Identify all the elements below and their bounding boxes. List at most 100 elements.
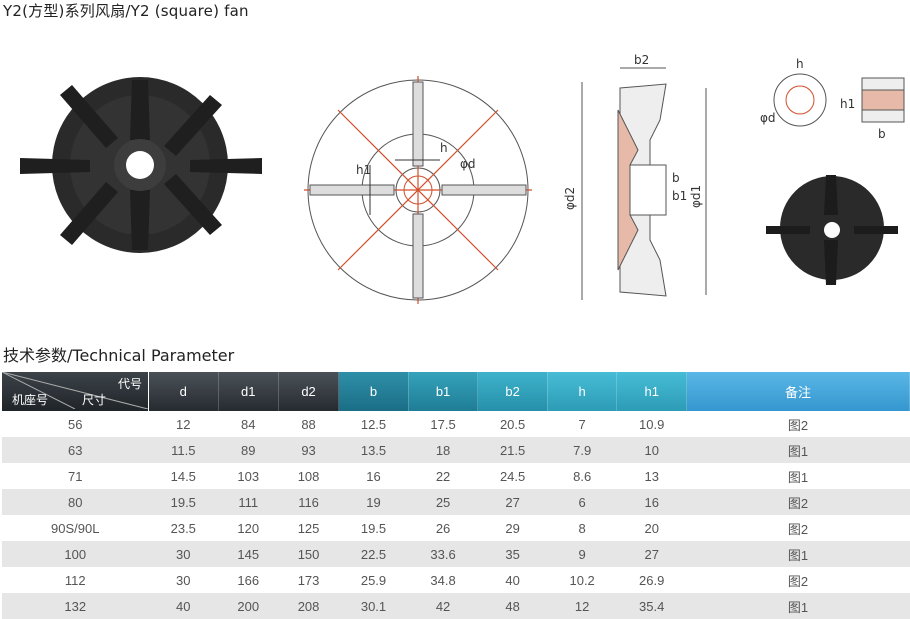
table-cell: 93	[278, 437, 339, 463]
table-cell: 图2	[686, 489, 910, 515]
label-h1: h1	[356, 163, 371, 177]
table-cell: 图1	[686, 541, 910, 567]
header-h: h	[547, 372, 618, 411]
table-cell: 25.9	[338, 567, 409, 593]
table-cell: 19.5	[148, 489, 219, 515]
table-cell: 63	[2, 437, 149, 463]
corner-label-size: 尺寸	[82, 393, 107, 407]
label-d1: φd1	[689, 185, 703, 208]
table-cell: 9	[547, 541, 617, 567]
table-cell: 8.6	[547, 463, 617, 489]
table-cell: 27	[616, 541, 687, 567]
table-cell: 80	[2, 489, 149, 515]
table-cell: 23.5	[148, 515, 219, 541]
table-cell: 145	[218, 541, 279, 567]
table-cell: 40	[477, 567, 548, 593]
corner-label-frame: 机座号	[12, 393, 49, 407]
fan-side-drawing	[581, 67, 707, 300]
table-cell: 29	[477, 515, 548, 541]
table-cell: 35	[477, 541, 548, 567]
table-cell: 图2	[686, 567, 910, 593]
label-b1: b1	[672, 189, 687, 203]
table-cell: 35.4	[616, 593, 687, 619]
table-cell: 13	[616, 463, 687, 489]
table-cell: 10.2	[547, 567, 617, 593]
table-cell: 8	[547, 515, 617, 541]
label-b2: b2	[634, 53, 649, 67]
table-cell: 18	[408, 437, 478, 463]
table-cell: 16	[338, 463, 409, 489]
table-cell: 12.5	[338, 411, 409, 437]
table-cell: 84	[218, 411, 279, 437]
table-cell: 10.9	[616, 411, 687, 437]
table-cell: 150	[278, 541, 339, 567]
label-hub-d: φd	[760, 111, 776, 125]
label-b: b	[672, 171, 680, 185]
table-cell: 125	[278, 515, 339, 541]
table-cell: 6	[547, 489, 617, 515]
table-cell: 166	[218, 567, 279, 593]
table-cell: 24.5	[477, 463, 548, 489]
label-h: h	[440, 141, 448, 155]
header-remark: 备注	[686, 372, 910, 411]
table-cell: 12	[547, 593, 617, 619]
table-cell: 116	[278, 489, 339, 515]
table-cell: 25	[408, 489, 478, 515]
label-hub-h: h	[796, 57, 804, 71]
label-d: φd	[460, 157, 476, 171]
label-d2: φd2	[563, 187, 577, 210]
table-cell: 13.5	[338, 437, 409, 463]
product-figures: h1 h φd b2 φd2 φd1 b b1 h φd h1 b	[20, 53, 905, 304]
header-d1: d1	[218, 372, 279, 411]
table-cell: 19.5	[338, 515, 409, 541]
table-cell: 10	[616, 437, 687, 463]
table-cell: 90S/90L	[2, 515, 149, 541]
fan-photo-large	[20, 77, 262, 253]
table-cell: 100	[2, 541, 149, 567]
header-d: d	[148, 372, 219, 411]
table-cell: 111	[218, 489, 279, 515]
page-title: Y2(方型)系列风扇/Y2 (square) fan	[3, 2, 249, 20]
table-cell: 30	[148, 567, 219, 593]
table-cell: 22.5	[338, 541, 409, 567]
table-cell: 173	[278, 567, 339, 593]
table-cell: 120	[218, 515, 279, 541]
table-cell: 103	[218, 463, 279, 489]
corner-label-code: 代号	[117, 377, 142, 391]
table-cell: 27	[477, 489, 548, 515]
label-hub-b: b	[878, 127, 886, 141]
fan-photo-small	[766, 175, 898, 285]
table-cell: 88	[278, 411, 339, 437]
header-b1: b1	[408, 372, 479, 411]
table-cell: 132	[2, 593, 149, 619]
fan-front-drawing	[304, 76, 532, 304]
table-cell: 33.6	[408, 541, 478, 567]
table-cell: 40	[148, 593, 219, 619]
table-cell: 7.9	[547, 437, 617, 463]
table-cell: 图1	[686, 593, 910, 619]
header-b2: b2	[477, 372, 548, 411]
table-cell: 14.5	[148, 463, 219, 489]
table-cell: 7	[547, 411, 617, 437]
table-cell: 30	[148, 541, 219, 567]
table-cell: 34.8	[408, 567, 478, 593]
table-cell: 56	[2, 411, 149, 437]
table-cell: 11.5	[148, 437, 219, 463]
table-cell: 20	[616, 515, 687, 541]
table-cell: 图2	[686, 515, 910, 541]
table-cell: 42	[408, 593, 478, 619]
table-cell: 48	[477, 593, 548, 619]
header-b: b	[338, 372, 409, 411]
section-title: 技术参数/Technical Parameter	[3, 346, 235, 365]
table-cell: 200	[218, 593, 279, 619]
table-cell: 208	[278, 593, 339, 619]
table-cell: 19	[338, 489, 409, 515]
table-cell: 20.5	[477, 411, 548, 437]
